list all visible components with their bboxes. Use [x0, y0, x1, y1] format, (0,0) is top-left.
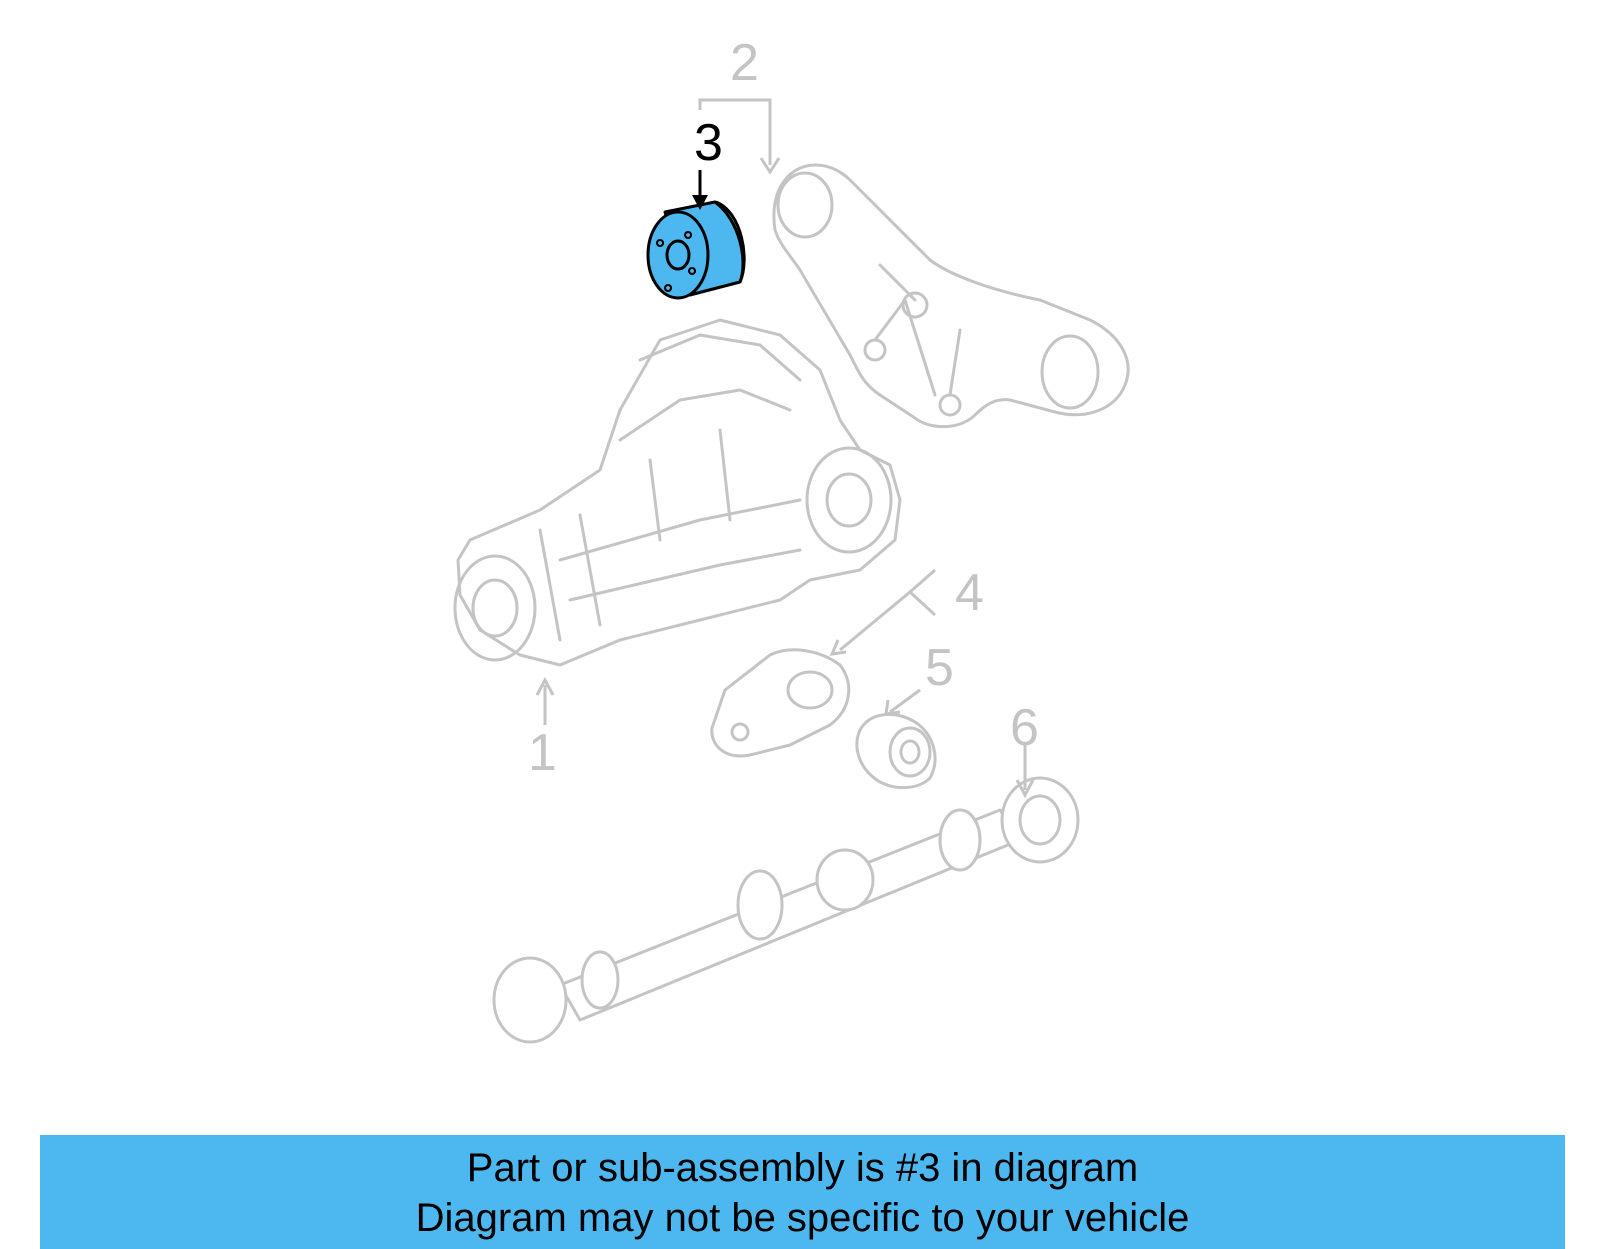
banner-line-2: Diagram may not be specific to your vehi…	[415, 1196, 1190, 1240]
callout-6: 6	[1010, 699, 1039, 757]
info-banner: Part or sub-assembly is #3 in diagram Di…	[40, 1135, 1565, 1249]
leader-lines	[535, 98, 1035, 799]
callout-2: 2	[730, 34, 759, 92]
callout-3: 3	[694, 114, 723, 172]
mount-bracket-part-4	[710, 648, 851, 758]
differential-part-1	[453, 318, 902, 667]
drive-shaft-part-6	[492, 776, 1080, 1044]
callout-5: 5	[925, 639, 954, 697]
callout-1: 1	[528, 724, 557, 782]
callout-4: 4	[955, 564, 984, 622]
bushing-part-3-highlighted	[646, 200, 746, 300]
subframe-bracket-part-2	[772, 163, 1130, 429]
parts-diagram: 1 2 3 4 5 6	[453, 34, 1130, 1044]
banner-line-1: Part or sub-assembly is #3 in diagram	[466, 1146, 1139, 1190]
bushing-part-5	[855, 712, 937, 789]
